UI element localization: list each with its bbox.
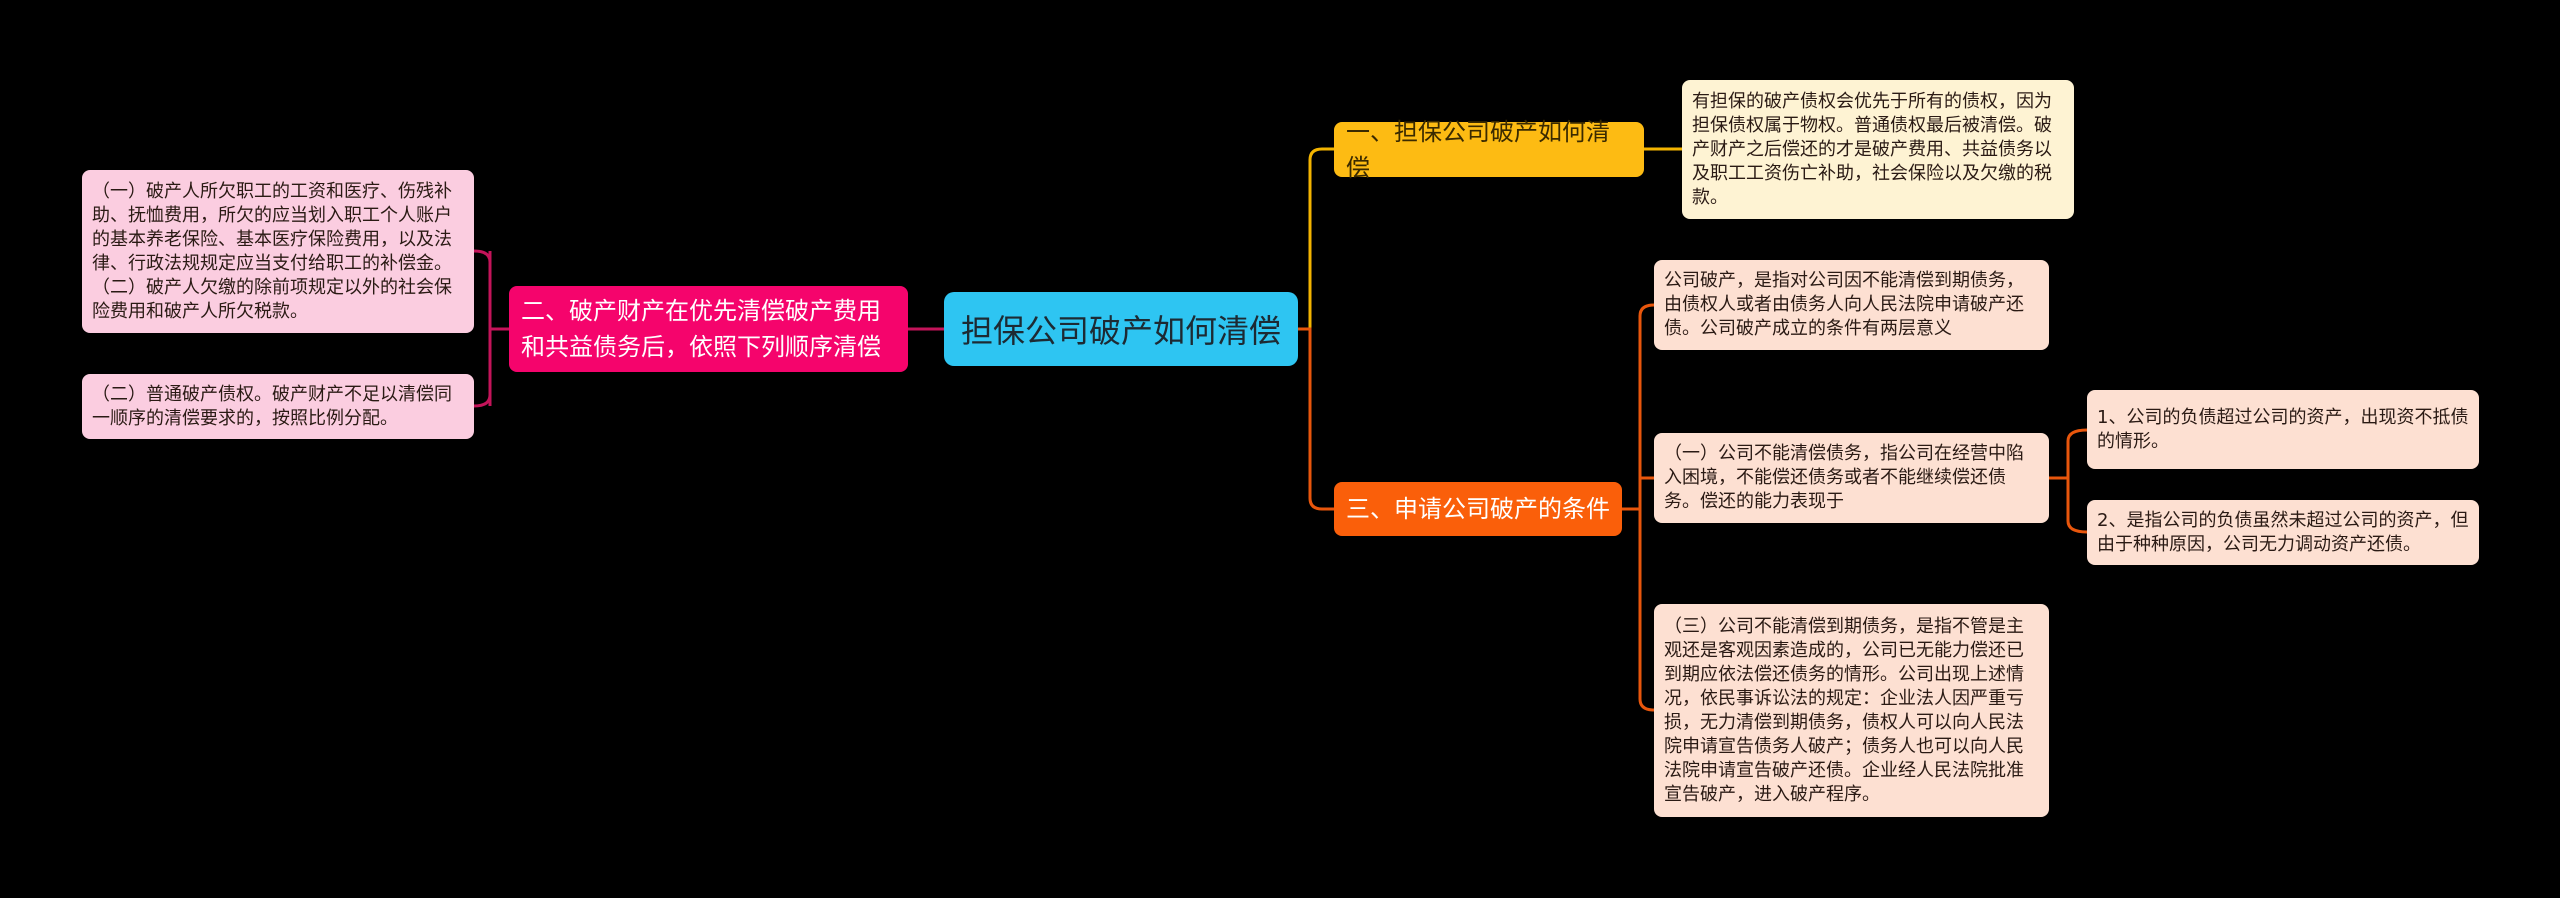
leaf-right-3b-text: （一）公司不能清偿债务，指公司在经营中陷入困境，不能偿还债务或者不能继续偿还债务… [1664,443,2024,512]
connector-left-leaves [473,249,509,408]
leaf-right-3a[interactable]: 公司破产，是指对公司因不能清偿到期债务，由债权人或者由债务人向人民法院申请破产还… [1654,260,2049,350]
leaf-right-3b[interactable]: （一）公司不能清偿债务，指公司在经营中陷入困境，不能偿还债务或者不能继续偿还债务… [1654,433,2049,523]
connector-sub [2049,428,2088,534]
subleaf-1[interactable]: 1、公司的负债超过公司的资产，出现资不抵债的情形。 [2087,390,2479,469]
subleaf-1-text: 1、公司的负债超过公司的资产，出现资不抵债的情形。 [2097,406,2469,452]
branch-right-1-label: 一、担保公司破产如何清偿 [1346,117,1610,182]
branch-right-3[interactable]: 三、申请公司破产的条件 [1334,482,1622,536]
branch-left[interactable]: 二、破产财产在优先清偿破产费用和共益债务后，依照下列顺序清偿 [509,286,908,372]
branch-right-1[interactable]: 一、担保公司破产如何清偿 [1334,118,1644,182]
leaf-left-2-text: （二）普通破产债权。破产财产不足以清偿同一顺序的清偿要求的，按照比例分配。 [92,383,452,429]
central-topic-label: 担保公司破产如何清偿 [960,312,1281,350]
leaf-right-3a-text: 公司破产，是指对公司因不能清偿到期债务，由债权人或者由债务人向人民法院申请破产还… [1664,270,2024,339]
branch-right-3-label: 三、申请公司破产的条件 [1346,495,1610,523]
subleaf-2-text: 2、是指公司的负债虽然未超过公司的资产，但由于种种原因，公司无力调动资产还债。 [2097,509,2469,555]
leaf-right-3c[interactable]: （三）公司不能清偿到期债务，是指不管是主观还是客观因素造成的，公司已无能力偿还已… [1654,604,2049,817]
branch-left-label: 二、破产财产在优先清偿破产费用和共益债务后，依照下列顺序清偿 [521,297,881,361]
leaf-left-1[interactable]: （一）破产人所欠职工的工资和医疗、伤残补助、抚恤费用，所欠的应当划入职工个人账户… [82,170,474,333]
leaf-right-1-text: 有担保的破产债权会优先于所有的债权，因为担保债权属于物权。普通债权最后被清偿。破… [1692,90,2052,208]
leaf-right-1[interactable]: 有担保的破产债权会优先于所有的债权，因为担保债权属于物权。普通债权最后被清偿。破… [1682,80,2074,219]
leaf-left-1-text: （一）破产人所欠职工的工资和医疗、伤残补助、抚恤费用，所欠的应当划入职工个人账户… [92,180,452,322]
leaf-left-2[interactable]: （二）普通破产债权。破产财产不足以清偿同一顺序的清偿要求的，按照比例分配。 [82,374,474,439]
connector-right3 [1298,327,1334,511]
subleaf-2[interactable]: 2、是指公司的负债虽然未超过公司的资产，但由于种种原因，公司无力调动资产还债。 [2087,500,2479,565]
connector-right3-leaves [1622,303,1655,712]
central-topic[interactable]: 担保公司破产如何清偿 [944,292,1298,366]
leaf-right-3c-text: （三）公司不能清偿到期债务，是指不管是主观还是客观因素造成的，公司已无能力偿还已… [1664,615,2024,805]
connector-right1 [1298,147,1334,331]
